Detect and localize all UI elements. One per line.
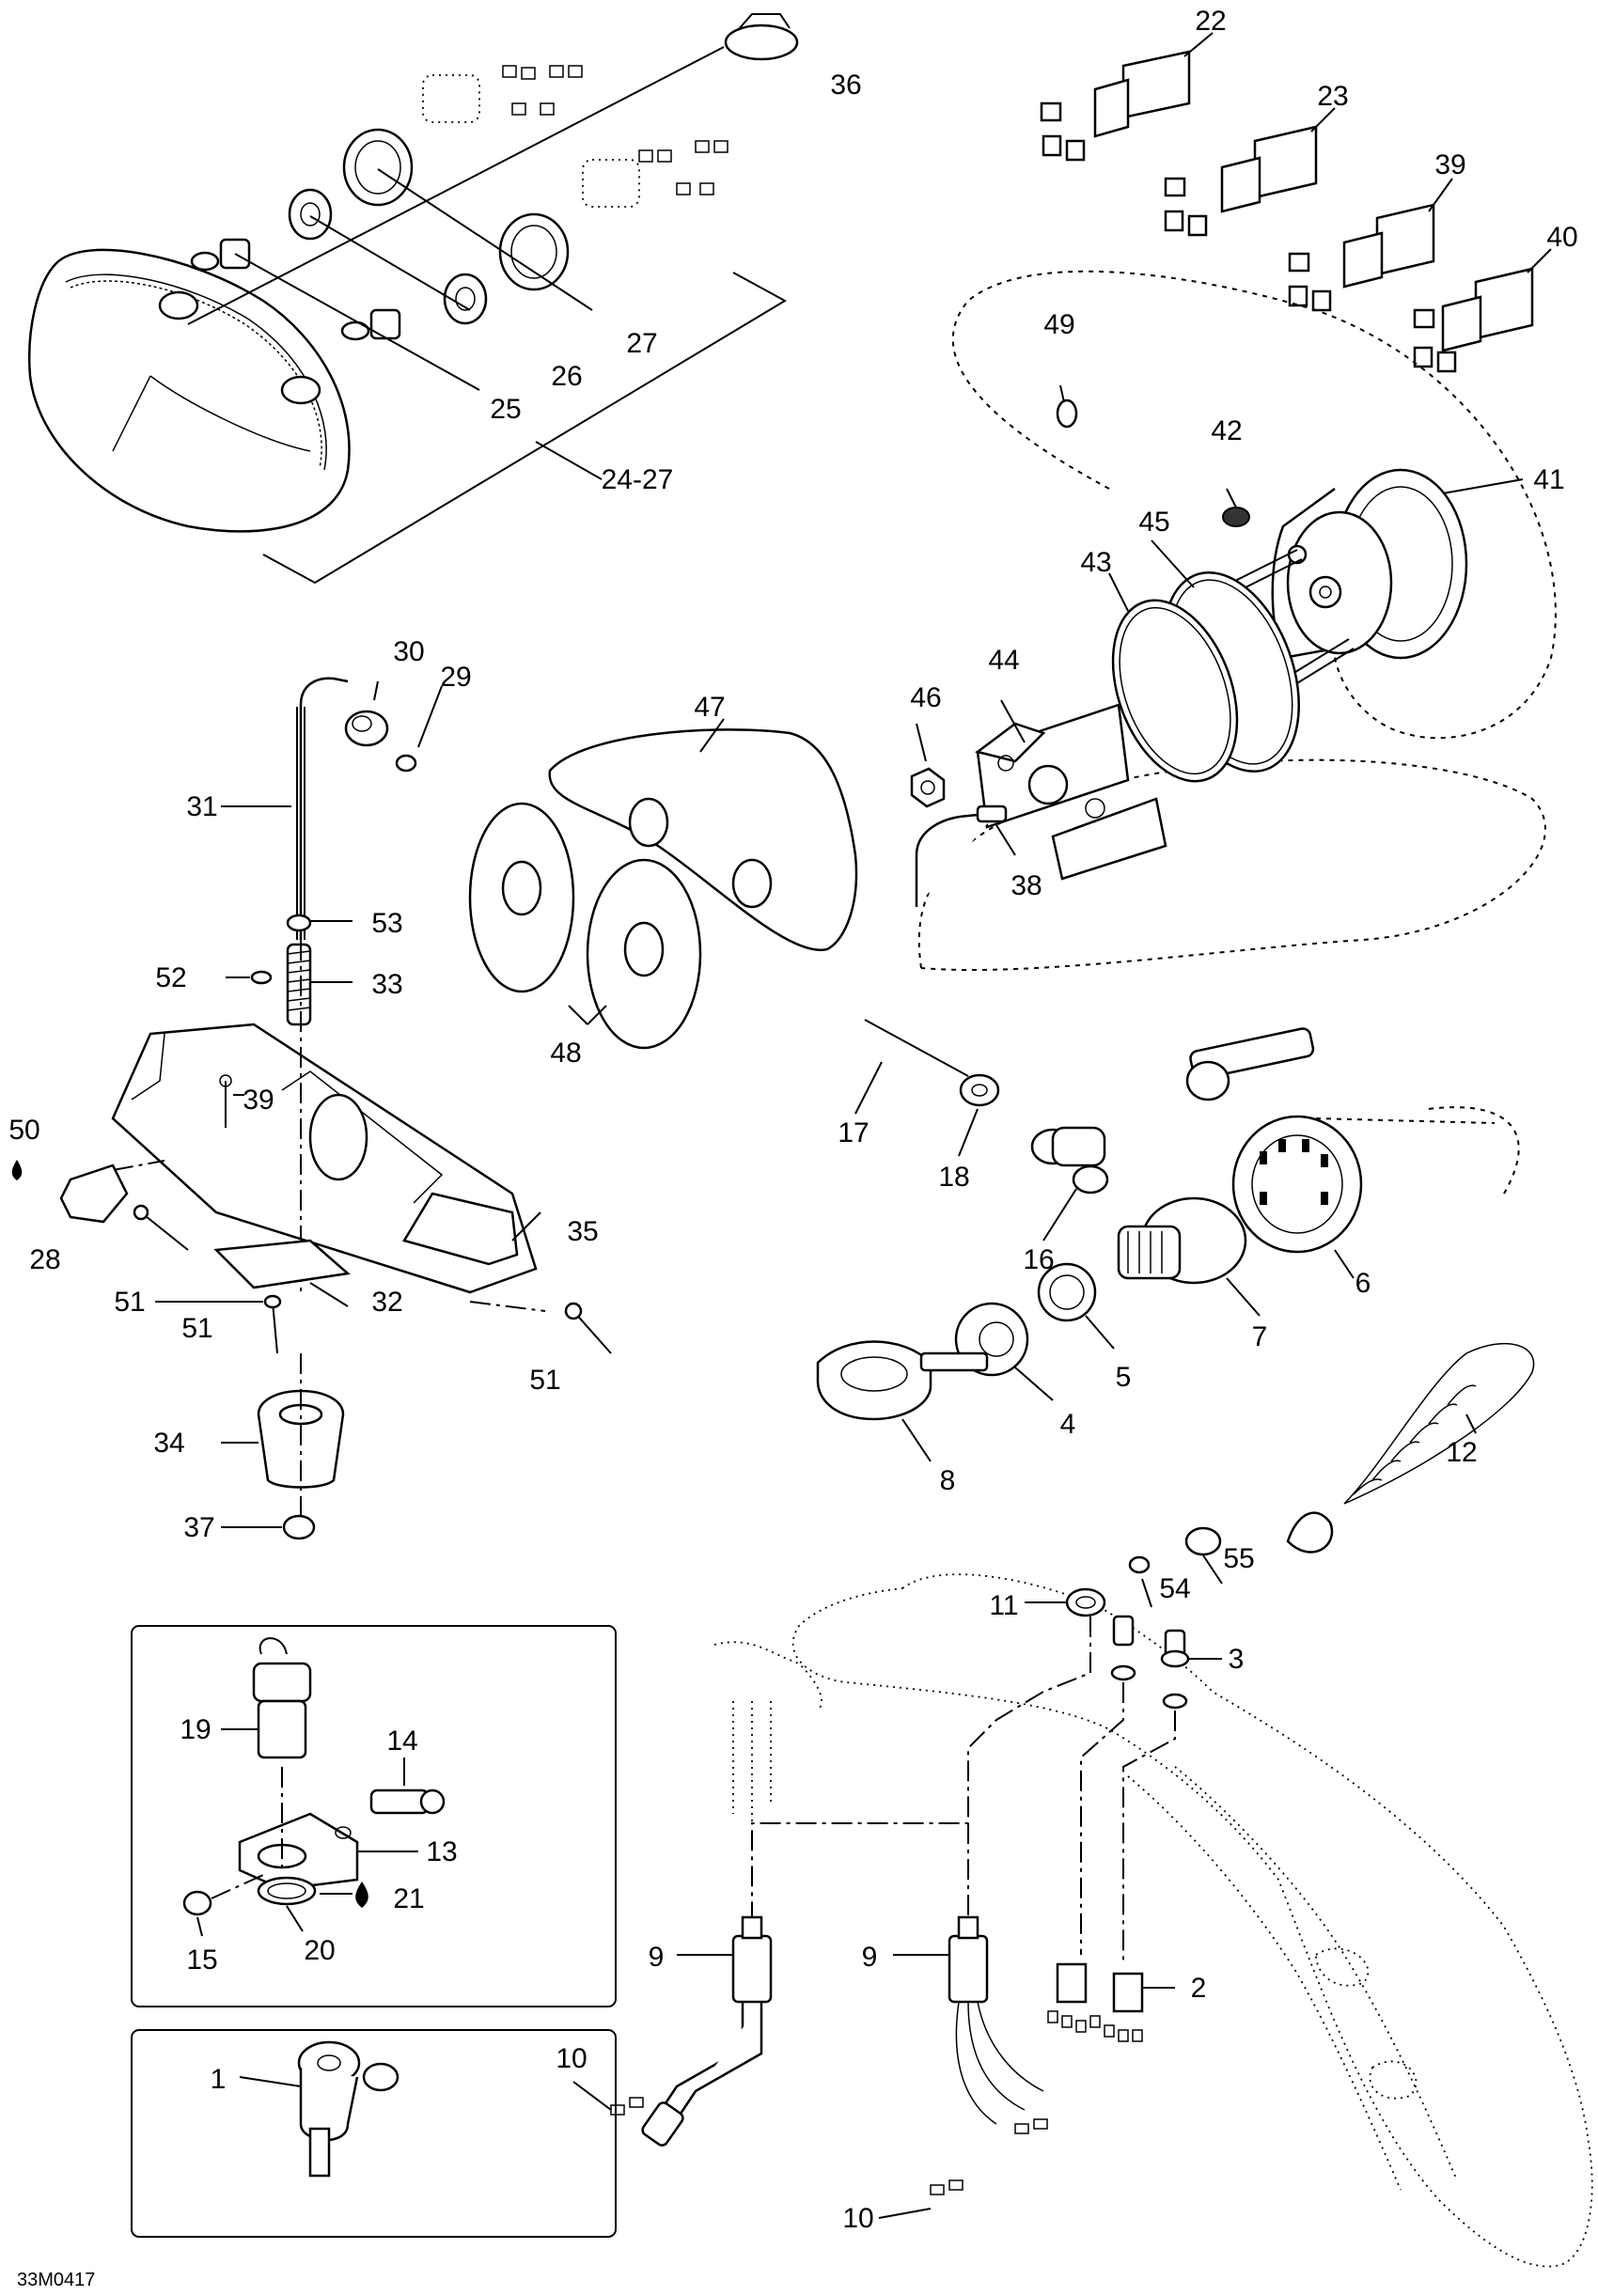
inset-box-upper: [131, 1625, 617, 2007]
switch-2: [1047, 1962, 1175, 2042]
gauge-module-39: [1288, 203, 1435, 312]
lubricant-drop-icon: [11, 1160, 23, 1180]
label-44: 44: [988, 645, 1019, 676]
label-23: 23: [1317, 81, 1348, 112]
label-14: 14: [386, 1726, 417, 1757]
label-32: 32: [371, 1287, 402, 1318]
headlight-housing: [28, 248, 351, 533]
label-31: 31: [186, 791, 217, 822]
part-labels: 1 2 3 4 5 6 7 8 9 9 10 10 11 12 13 14 15…: [8, 6, 1577, 2290]
label-10a: 10: [556, 2043, 587, 2074]
label-46: 46: [910, 682, 941, 713]
label-38: 38: [1010, 870, 1042, 901]
gauge-41: [1230, 468, 1524, 687]
gauge-module-40: [1413, 267, 1534, 373]
label-15: 15: [186, 1945, 217, 1976]
label-10b: 10: [842, 2203, 873, 2234]
label-33: 33: [371, 969, 402, 1000]
clip-part: [724, 13, 799, 61]
label-37: 37: [183, 1512, 214, 1543]
decal-47: [548, 718, 858, 952]
label-16: 16: [1023, 1244, 1054, 1275]
label-51b: 51: [181, 1313, 212, 1344]
safety-lanyard: [1128, 1342, 1535, 1608]
hull-outline: [713, 1573, 1593, 2268]
label-7: 7: [1252, 1321, 1268, 1352]
label-17: 17: [838, 1117, 869, 1148]
connector-9b: [893, 1915, 1044, 2125]
label-20: 20: [304, 1935, 335, 1966]
label-5: 5: [1116, 1362, 1132, 1393]
o-ring-43: [1111, 599, 1239, 783]
label-4: 4: [1060, 1409, 1076, 1440]
gauge-module-22: [1040, 50, 1191, 162]
label-53: 53: [371, 908, 402, 939]
label-45: 45: [1138, 507, 1169, 538]
headlight-assembly: [28, 13, 799, 585]
label-49: 49: [1043, 309, 1074, 340]
label-36: 36: [830, 70, 861, 101]
label-29: 29: [440, 662, 471, 693]
label-6: 6: [1355, 1268, 1371, 1299]
label-35: 35: [567, 1216, 598, 1247]
label-21: 21: [393, 1883, 424, 1914]
decal-48: [468, 802, 702, 1050]
connector-9a: [641, 1915, 773, 2147]
label-52: 52: [155, 962, 186, 993]
inset-box-lower: [131, 2029, 617, 2238]
label-48: 48: [550, 1038, 581, 1069]
label-18: 18: [938, 1162, 969, 1193]
lubricant-drop-icon: [355, 1882, 368, 1908]
gauge-module-23: [1164, 125, 1318, 237]
label-42: 42: [1211, 415, 1242, 446]
label-50: 50: [8, 1115, 39, 1146]
label-19: 19: [180, 1714, 211, 1745]
label-27: 27: [626, 328, 657, 359]
bulb-part: [190, 238, 401, 341]
diagram-code: 33M0417: [17, 2270, 95, 2290]
label-41: 41: [1533, 464, 1564, 495]
label-3: 3: [1229, 1644, 1245, 1675]
label-26: 26: [551, 361, 582, 392]
label-8: 8: [940, 1465, 956, 1496]
label-51a: 51: [114, 1287, 145, 1318]
label-9a: 9: [649, 1942, 665, 1973]
wiring-group: [572, 1587, 1222, 2219]
label-43: 43: [1080, 547, 1111, 578]
label-40: 40: [1546, 222, 1577, 253]
label-24-27: 24-27: [602, 464, 674, 495]
label-22: 22: [1195, 6, 1226, 37]
label-1: 1: [211, 2064, 227, 2095]
choke-assembly: [59, 677, 612, 1540]
bracket-44: [975, 699, 1167, 881]
label-34: 34: [153, 1428, 184, 1459]
label-2: 2: [1191, 1973, 1207, 2004]
label-51c: 51: [529, 1365, 560, 1396]
ignition-switch-assembly: [816, 1019, 1520, 1462]
label-9b: 9: [862, 1942, 878, 1973]
label-28: 28: [29, 1244, 60, 1275]
label-12: 12: [1446, 1437, 1477, 1468]
label-39b: 39: [243, 1085, 274, 1116]
label-11: 11: [989, 1590, 1018, 1621]
label-39a: 39: [1434, 149, 1465, 180]
label-30: 30: [393, 636, 424, 667]
label-25: 25: [490, 394, 521, 425]
label-13: 13: [426, 1836, 457, 1867]
label-55: 55: [1223, 1543, 1254, 1574]
gauge-modules: [1040, 32, 1552, 373]
label-47: 47: [694, 692, 725, 723]
label-54: 54: [1159, 1573, 1190, 1604]
